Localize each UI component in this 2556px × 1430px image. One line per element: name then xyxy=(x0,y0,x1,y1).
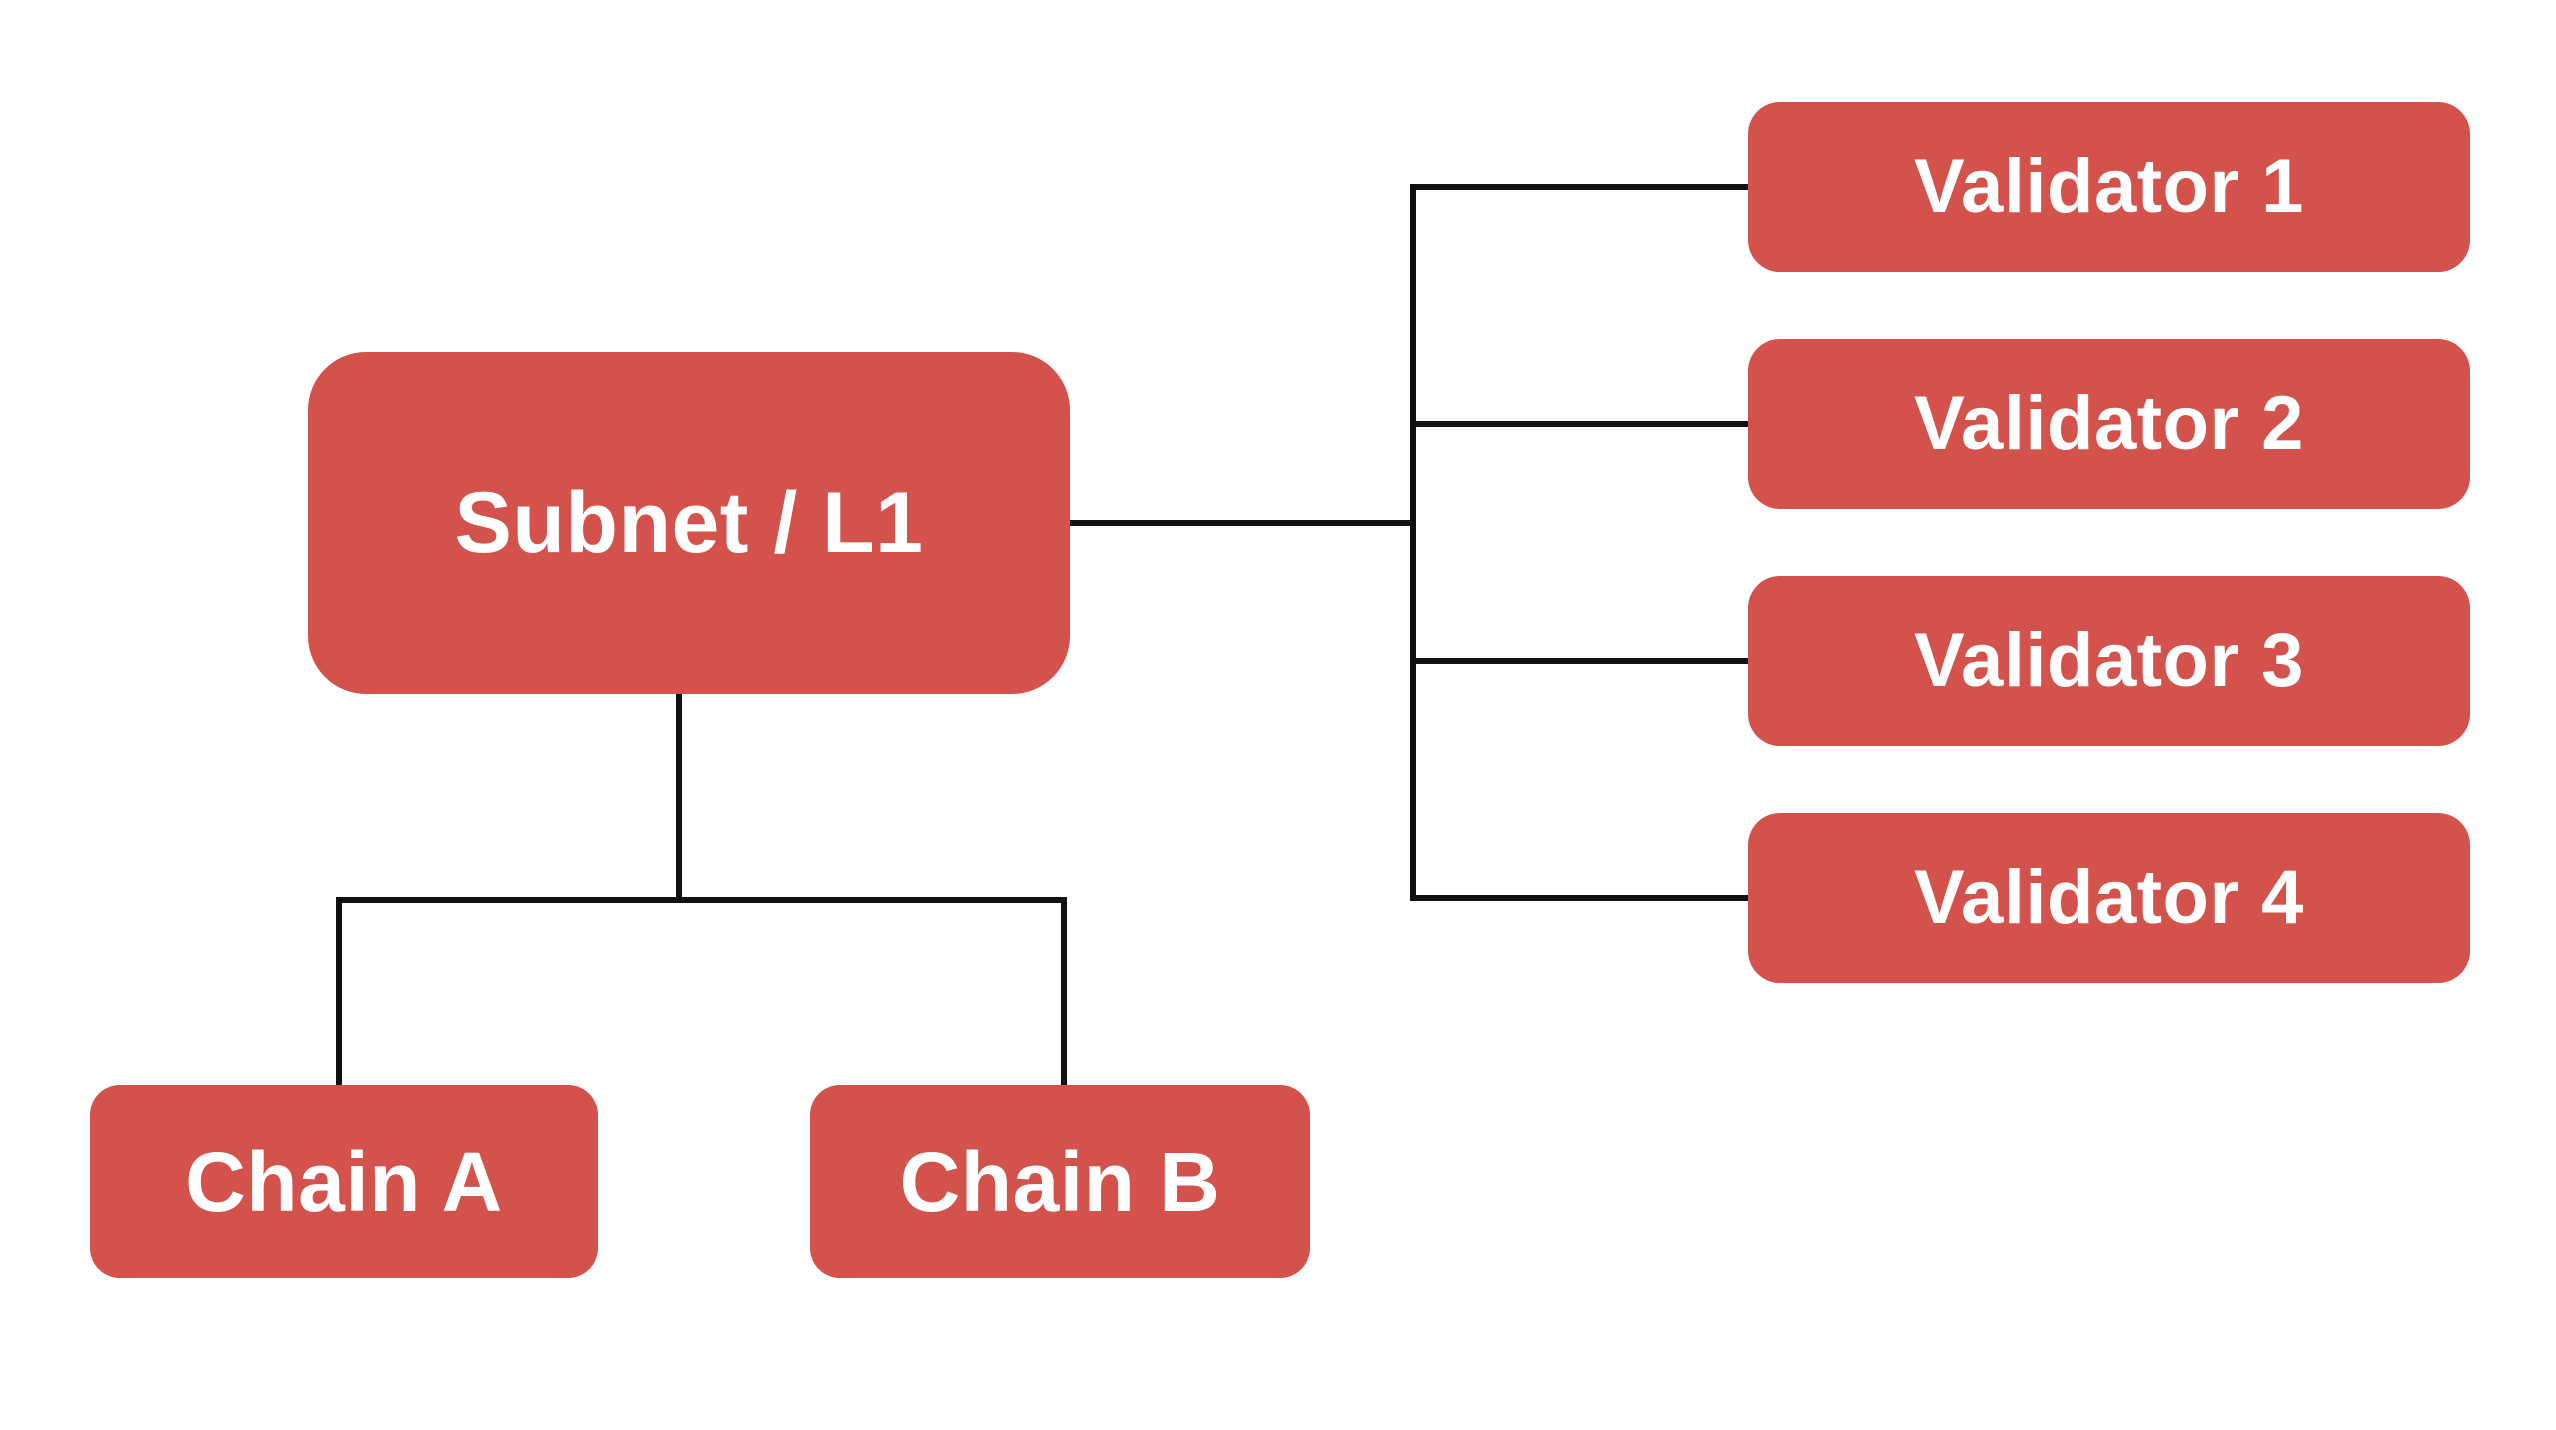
node-validator-1: Validator 1 xyxy=(1748,102,2470,272)
node-label: Validator 1 xyxy=(1914,144,2304,229)
edge-stub-validator-1 xyxy=(1410,184,1751,190)
edge-drop-chain-b xyxy=(1061,897,1067,1088)
node-validator-3: Validator 3 xyxy=(1748,576,2470,746)
edge-subnet-to-trunk xyxy=(1067,520,1416,526)
node-label: Validator 2 xyxy=(1914,381,2304,466)
node-chain-a: Chain A xyxy=(90,1085,598,1278)
node-validator-4: Validator 4 xyxy=(1748,813,2470,983)
node-label: Chain B xyxy=(899,1134,1221,1229)
node-chain-b: Chain B xyxy=(810,1085,1310,1278)
node-label: Subnet / L1 xyxy=(454,475,924,571)
edge-stub-validator-2 xyxy=(1410,421,1751,427)
edge-drop-chain-a xyxy=(336,897,342,1088)
edge-subnet-riser xyxy=(676,691,682,903)
node-label: Chain A xyxy=(185,1134,503,1229)
edge-stub-validator-4 xyxy=(1410,895,1751,901)
edge-chain-bar xyxy=(336,897,1067,903)
edge-stub-validator-3 xyxy=(1410,658,1751,664)
node-validator-2: Validator 2 xyxy=(1748,339,2470,509)
node-label: Validator 3 xyxy=(1914,618,2304,703)
node-label: Validator 4 xyxy=(1914,855,2304,940)
edge-validator-trunk xyxy=(1410,184,1416,901)
node-subnet: Subnet / L1 xyxy=(308,352,1070,694)
